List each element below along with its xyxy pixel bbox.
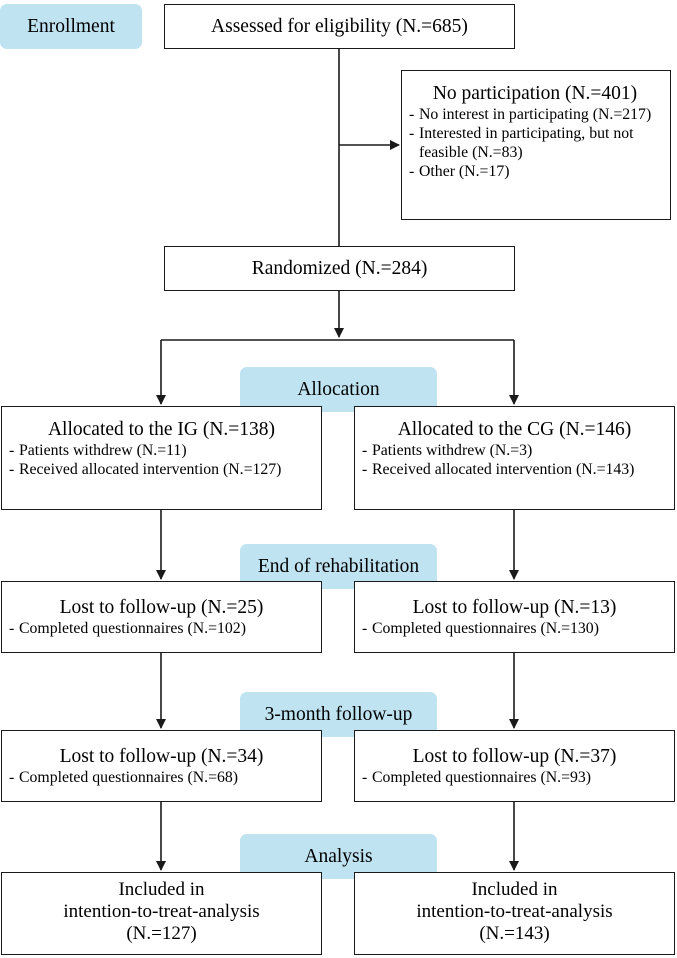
cg-allocated-title: Allocated to the CG (N.=146) xyxy=(397,419,632,440)
no-participation-item: -Interested in participating, but not fe… xyxy=(409,125,634,161)
ig-end-rehab-item: -Completed questionnaires (N.=102) xyxy=(9,620,246,637)
ig-end-rehab-title: Lost to follow-up (N.=25) xyxy=(59,597,264,618)
ig-analysis-line: Included in xyxy=(118,879,205,900)
ig-allocated-title: Allocated to the IG (N.=138) xyxy=(47,419,276,440)
assessed-box: Assessed for eligibility (N.=685) xyxy=(164,4,515,49)
ig-followup-title: Lost to follow-up (N.=34) xyxy=(59,746,264,767)
ig-allocated-item: -Patients withdrew (N.=11) xyxy=(9,442,187,459)
no-participation-box: No participation (N.=401) -No interest i… xyxy=(401,70,671,220)
ig-allocated-box: Allocated to the IG (N.=138) -Patients w… xyxy=(1,406,322,510)
ig-followup-box: Lost to follow-up (N.=34) -Completed que… xyxy=(1,730,322,802)
no-participation-title: No participation (N.=401) xyxy=(432,83,638,104)
cg-end-rehab-item: -Completed questionnaires (N.=130) xyxy=(362,620,599,637)
cg-followup-box: Lost to follow-up (N.=37) -Completed que… xyxy=(354,730,675,802)
ig-allocated-item: -Received allocated intervention (N.=127… xyxy=(9,461,282,478)
randomized-label: Randomized (N.=284) xyxy=(251,257,428,279)
assessed-label: Assessed for eligibility (N.=685) xyxy=(211,15,468,37)
ig-end-rehab-box: Lost to follow-up (N.=25) -Completed que… xyxy=(1,581,322,653)
no-participation-item: -No interest in participating (N.=217) xyxy=(409,106,652,123)
stage-allocation: Allocation xyxy=(240,367,437,412)
cg-followup-title: Lost to follow-up (N.=37) xyxy=(412,746,617,767)
cg-end-rehab-box: Lost to follow-up (N.=13) -Completed que… xyxy=(354,581,675,653)
cg-end-rehab-title: Lost to follow-up (N.=13) xyxy=(412,597,617,618)
no-participation-item: -Other (N.=17) xyxy=(409,163,510,180)
cg-allocated-box: Allocated to the CG (N.=146) -Patients w… xyxy=(354,406,675,510)
stage-3-month-follow-up: 3-month follow-up xyxy=(240,692,437,737)
cg-analysis-count: (N.=143) xyxy=(479,923,550,944)
stage-enrollment: Enrollment xyxy=(0,4,142,49)
cg-followup-item: -Completed questionnaires (N.=93) xyxy=(362,769,592,786)
cg-analysis-line: Included in xyxy=(471,879,558,900)
cg-analysis-box: Included in intention-to-treat-analysis … xyxy=(354,872,675,955)
cg-analysis-line: intention-to-treat-analysis xyxy=(416,901,613,922)
ig-followup-item: -Completed questionnaires (N.=68) xyxy=(9,769,239,786)
ig-analysis-box: Included in intention-to-treat-analysis … xyxy=(1,872,322,955)
ig-analysis-line: intention-to-treat-analysis xyxy=(63,901,260,922)
cg-allocated-item: -Patients withdrew (N.=3) xyxy=(362,442,533,459)
cg-allocated-item: -Received allocated intervention (N.=143… xyxy=(362,461,635,478)
randomized-box: Randomized (N.=284) xyxy=(164,246,515,291)
ig-analysis-count: (N.=127) xyxy=(126,923,197,944)
stage-analysis: Analysis xyxy=(240,834,437,879)
